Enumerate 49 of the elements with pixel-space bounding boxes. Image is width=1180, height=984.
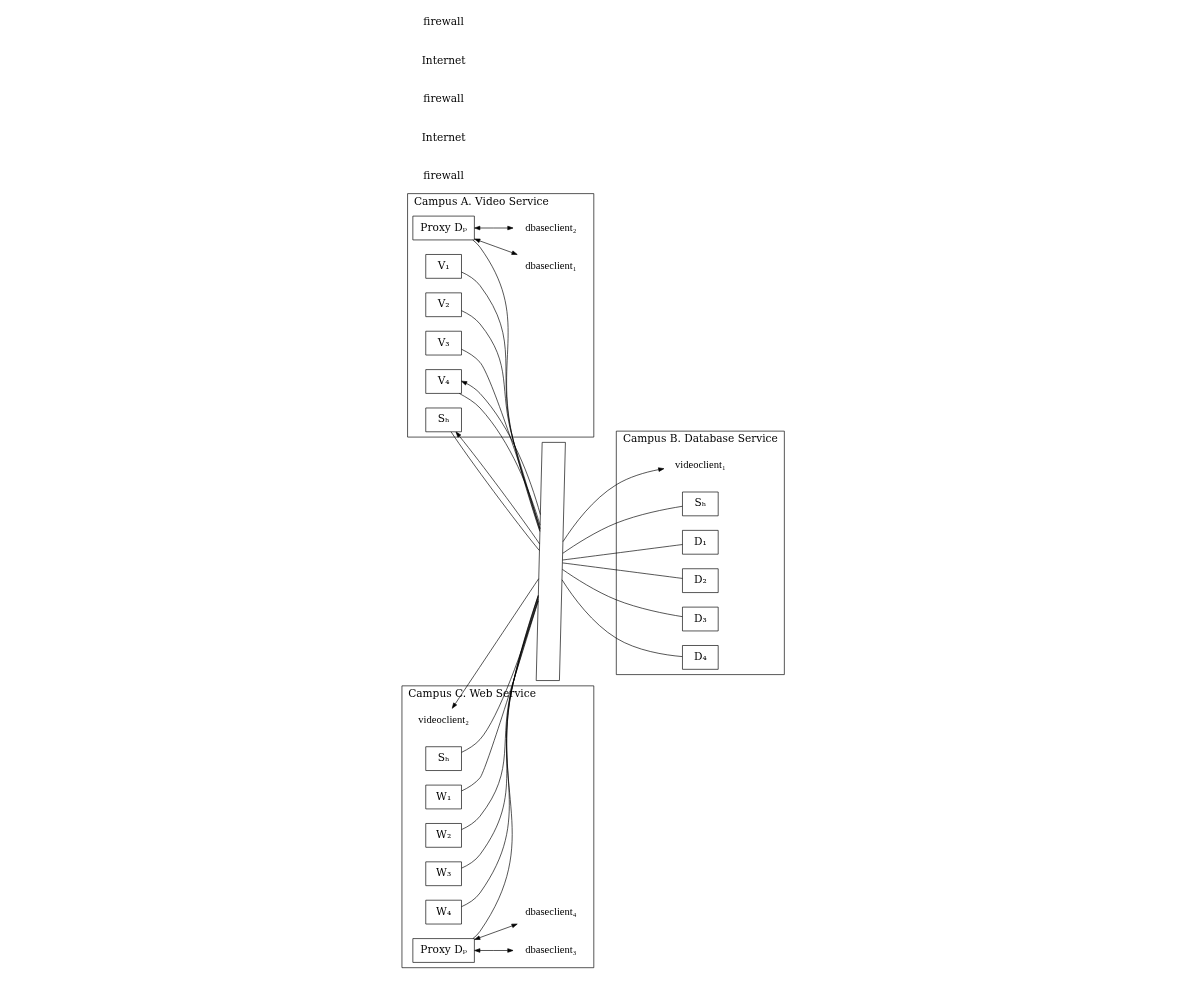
node-text: videoclient₁ (674, 459, 726, 471)
connector (460, 348, 540, 529)
node-text: dbaseclient₂ (524, 221, 576, 233)
label: Internet (421, 53, 466, 66)
node-parallelogram (535, 442, 566, 681)
connector (561, 579, 682, 657)
connector (472, 594, 539, 939)
label: Internet (421, 130, 466, 143)
connector (472, 239, 540, 532)
connector (458, 393, 540, 526)
node-text: dbaseclient₁ (524, 259, 576, 271)
arrow (473, 238, 518, 255)
node-box: W₁ (424, 784, 462, 810)
connector (460, 310, 540, 530)
node-box: Proxy Dₚ (412, 938, 475, 963)
connector (460, 271, 540, 531)
arrow (460, 380, 541, 515)
connector (460, 598, 539, 830)
node-box: W₃ (424, 861, 462, 886)
node-box: V₃ (424, 330, 462, 356)
connector (561, 544, 683, 561)
arrow (451, 578, 539, 709)
node-text: videoclient₂ (417, 713, 469, 725)
node-box: D₂ (681, 568, 719, 593)
node-box: D₃ (681, 606, 719, 632)
connector (460, 600, 538, 792)
node-box: W₂ (424, 823, 462, 848)
arrow (473, 948, 513, 953)
label: firewall (422, 92, 464, 105)
connector (562, 506, 683, 554)
node-box: D₄ (681, 645, 719, 670)
node-text: dbaseclient₄ (524, 905, 576, 917)
label: firewall (422, 168, 464, 181)
node-text: dbaseclient₃ (524, 944, 576, 956)
node-box: Proxy Dₚ (412, 215, 475, 241)
label: firewall (422, 15, 464, 28)
node-box: D₁ (681, 530, 719, 555)
node-box: W₄ (424, 899, 462, 925)
arrow (562, 467, 664, 542)
connector (561, 562, 683, 579)
node-box: Sₕ (424, 407, 462, 433)
node-box: Sₕ (681, 491, 719, 517)
arrow (473, 923, 518, 940)
node-box: Sₕ (424, 746, 462, 771)
connector (561, 569, 683, 617)
arrow (473, 225, 513, 231)
node-box: V₂ (424, 292, 462, 317)
node-box: V₁ (424, 254, 462, 279)
node-box: V₄ (424, 369, 462, 394)
